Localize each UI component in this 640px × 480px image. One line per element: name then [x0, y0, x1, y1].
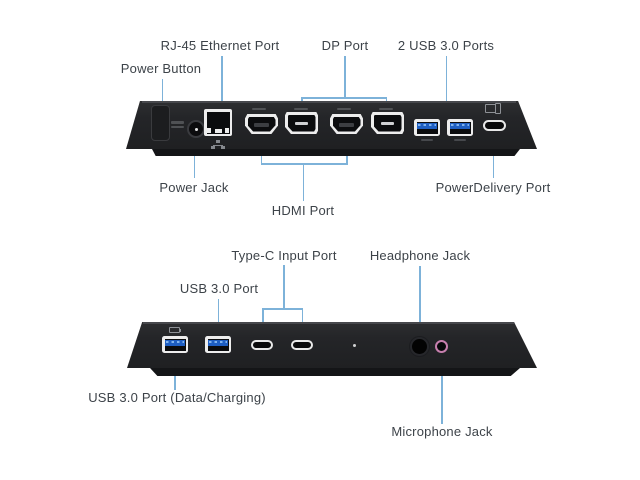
leader-bracket — [262, 308, 303, 310]
usb3-ports-label: 2 USB 3.0 Ports — [397, 38, 495, 53]
usb3-port-1 — [414, 119, 440, 136]
typec-input-label: Type-C Input Port — [231, 248, 337, 263]
power-delivery-label: PowerDelivery Port — [435, 180, 551, 195]
top-edge-highlight — [142, 101, 517, 103]
battery-icon-body — [169, 327, 180, 333]
ethernet-icon — [211, 140, 225, 149]
usb-tongue — [417, 122, 437, 129]
dp-slot — [295, 122, 308, 125]
dp-port-label: DP Port — [321, 38, 369, 53]
leader-line — [441, 354, 443, 424]
power-button — [151, 105, 170, 141]
ethernet-icon-node — [211, 146, 215, 149]
rj45-clip-tab — [214, 129, 222, 133]
usbc-input-port-1 — [251, 340, 273, 350]
usbc-powerdelivery-port — [483, 120, 506, 131]
microphone-label: Microphone Jack — [391, 424, 493, 439]
rj45-label: RJ-45 Ethernet Port — [160, 38, 280, 53]
usb3-front-label: USB 3.0 Port — [179, 281, 259, 296]
dock-front-body — [127, 322, 537, 368]
usb-tongue — [208, 339, 228, 346]
dp-port-1 — [285, 112, 318, 134]
headphone-label: Headphone Jack — [369, 248, 471, 263]
hdmi-port-2 — [330, 114, 363, 134]
usb-pins — [166, 340, 184, 343]
leader-bracket — [260, 163, 348, 165]
power-jack-pin — [194, 127, 198, 131]
power-jack — [187, 120, 205, 138]
battery-icon-tip — [179, 328, 181, 332]
port-marking — [252, 107, 266, 110]
leader-line — [419, 266, 421, 339]
leader-line — [283, 265, 285, 308]
ethernet-icon-link — [213, 144, 223, 146]
dp-port-2 — [371, 112, 404, 134]
rj45-pin-tab — [207, 128, 211, 133]
dp-slot — [381, 122, 394, 125]
hdmi-port-label: HDMI Port — [271, 203, 335, 218]
rj45-pin-tab — [225, 128, 229, 133]
port-marking — [294, 107, 308, 110]
usb3-front-port-charging — [162, 336, 188, 353]
port-inner — [206, 111, 230, 134]
port-marking — [379, 107, 393, 110]
pd-charging-icon — [485, 103, 502, 114]
leader-line — [445, 56, 447, 114]
power-led — [353, 344, 356, 347]
pd-icon-battery — [495, 103, 501, 114]
leader-line — [302, 163, 304, 201]
leader-bracket — [301, 97, 387, 99]
usb-pins — [418, 123, 436, 126]
usb3-charging-label: USB 3.0 Port (Data/Charging) — [88, 390, 266, 405]
leader-line — [161, 79, 163, 105]
usb-pins — [209, 340, 227, 343]
top-edge-highlight — [143, 322, 517, 324]
battery-icon — [169, 327, 181, 333]
hdmi-slot — [339, 123, 354, 127]
headphone-jack — [412, 339, 427, 354]
usb3-port-2 — [447, 119, 473, 136]
leader-line — [217, 299, 219, 335]
voltage-marking — [171, 121, 184, 124]
ethernet-icon-node — [221, 146, 225, 149]
power-jack-label: Power Jack — [159, 180, 229, 195]
ethernet-icon-node — [216, 140, 220, 143]
usbc-input-port-2 — [291, 340, 313, 350]
leader-line — [221, 56, 223, 110]
port-marking — [337, 107, 351, 110]
microphone-jack — [435, 340, 448, 353]
hdmi-port-1 — [245, 114, 278, 134]
dock-base — [150, 368, 520, 376]
port-marking — [421, 139, 433, 141]
leader-line — [193, 137, 195, 178]
rj45-ethernet-port — [204, 109, 232, 136]
leader-line — [344, 56, 346, 97]
hdmi-slot — [254, 123, 269, 127]
usb3-front-port — [205, 336, 231, 353]
dock-base — [152, 149, 520, 156]
voltage-marking — [171, 125, 184, 128]
usb-tongue — [165, 339, 185, 346]
usb-pins — [451, 123, 469, 126]
port-marking — [454, 139, 466, 141]
power-button-label: Power Button — [120, 61, 202, 76]
usb-tongue — [450, 122, 470, 129]
